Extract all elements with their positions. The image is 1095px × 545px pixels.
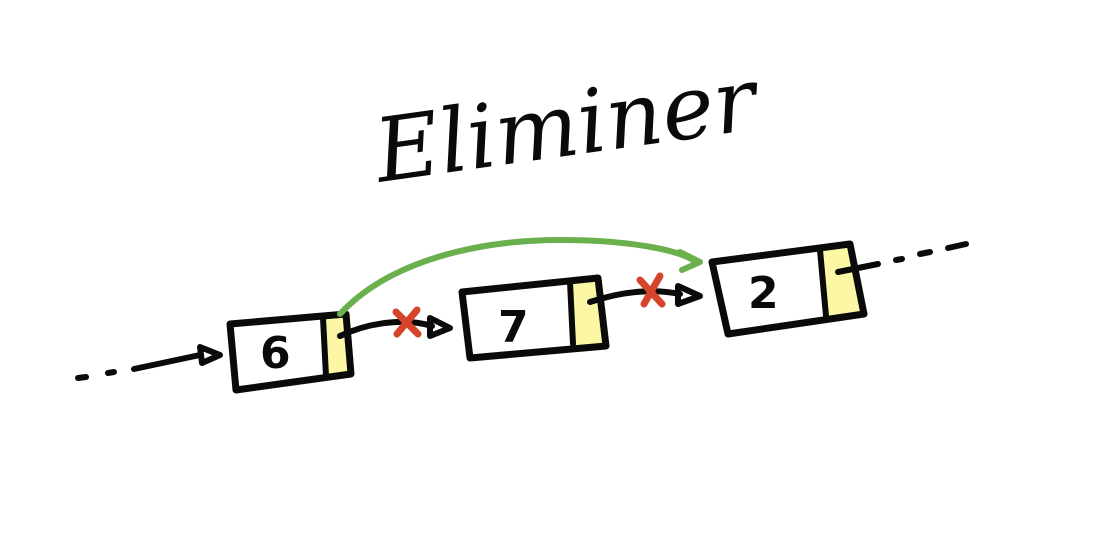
node-value: 7 (498, 302, 529, 353)
pointer-divider (567, 279, 576, 347)
node-box (708, 240, 868, 338)
removed-link-x-icon (636, 272, 666, 308)
pointer-divider (320, 315, 329, 379)
removed-link-6-to-7 (337, 306, 453, 339)
diagram-title: Eliminer (367, 47, 767, 203)
node-value: 6 (260, 328, 291, 379)
removed-link-7-to-2 (587, 272, 703, 308)
outgoing-link (835, 241, 969, 275)
node-box (458, 274, 610, 362)
list-node-2: 2 (708, 240, 868, 338)
incoming-link (75, 344, 223, 381)
list-node-7: 7 (458, 274, 610, 362)
node-value: 2 (748, 268, 779, 319)
node-box (226, 310, 355, 394)
new-link-6-to-2 (337, 237, 703, 317)
list-node-6: 6 (226, 310, 355, 394)
pointer-divider (817, 247, 829, 319)
removed-link-x-icon (392, 306, 422, 338)
